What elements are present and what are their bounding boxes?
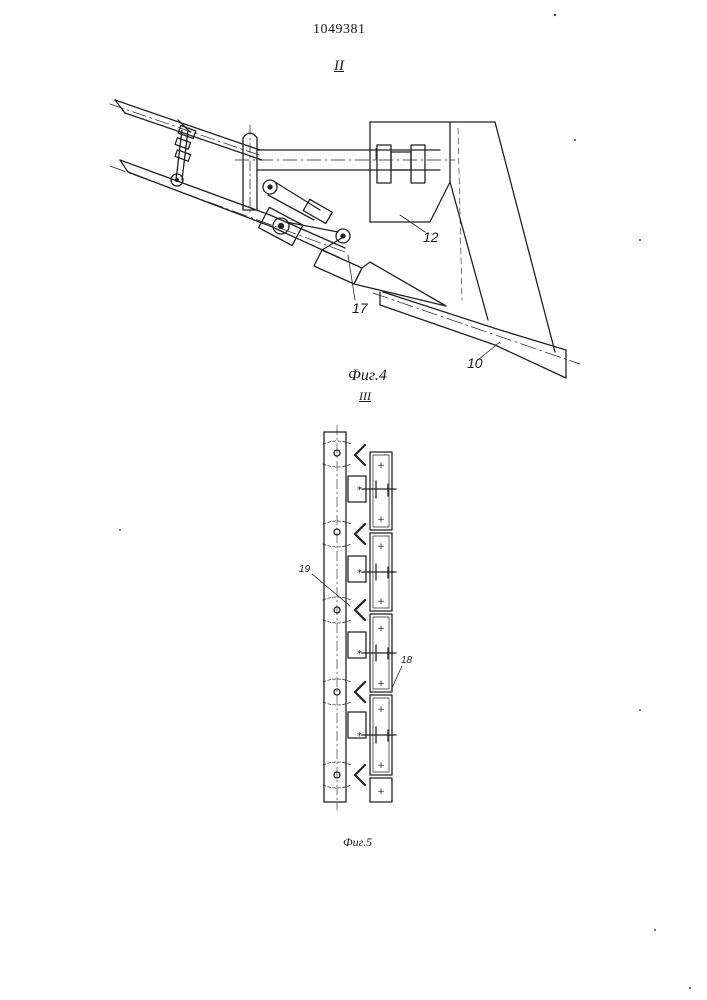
svg-text:*: *: [357, 485, 362, 496]
fig5-drawing: * * *: [312, 425, 402, 810]
leader-18: [392, 666, 402, 688]
module-4: *: [323, 679, 396, 743]
label-part-18: 18: [401, 655, 412, 666]
svg-text:*: *: [357, 731, 362, 742]
hinge-assembly: [259, 180, 350, 246]
leader-12: [400, 215, 425, 232]
svg-text:+: +: [377, 761, 385, 771]
module-1: *: [323, 441, 396, 502]
svg-text:+: +: [377, 787, 385, 797]
part-12-housing: [370, 122, 450, 222]
leader-19: [312, 574, 350, 606]
svg-text:+: +: [377, 597, 385, 607]
label-part-17: 17: [352, 300, 368, 316]
leader-17: [348, 255, 355, 300]
lower-beam: [110, 160, 345, 258]
label-part-10: 10: [467, 355, 483, 371]
svg-text:+: +: [377, 705, 385, 715]
svg-text:+: +: [377, 515, 385, 525]
svg-text:+: +: [377, 542, 385, 552]
fig4-drawing: [110, 100, 580, 378]
svg-text:*: *: [357, 649, 362, 660]
label-part-12: 12: [423, 229, 439, 245]
caption-fig5: Фиг.5: [343, 835, 372, 850]
part-17-sleeve: [314, 236, 362, 284]
horizontal-shaft: [235, 145, 455, 183]
plate-5: +: [370, 778, 392, 802]
caption-fig4: Фиг.4: [348, 367, 387, 385]
support-column: [450, 122, 555, 352]
svg-text:+: +: [377, 624, 385, 634]
module-5: [323, 762, 365, 788]
channel-plates: + + + + + + + + +: [370, 452, 392, 802]
label-part-19: 19: [299, 564, 310, 575]
svg-text:*: *: [357, 568, 362, 579]
vertical-post: [243, 125, 257, 215]
svg-text:+: +: [377, 461, 385, 471]
plate-1: + +: [370, 452, 392, 530]
module-3: *: [323, 597, 396, 661]
svg-text:+: +: [377, 679, 385, 689]
main-bar: [324, 425, 346, 810]
